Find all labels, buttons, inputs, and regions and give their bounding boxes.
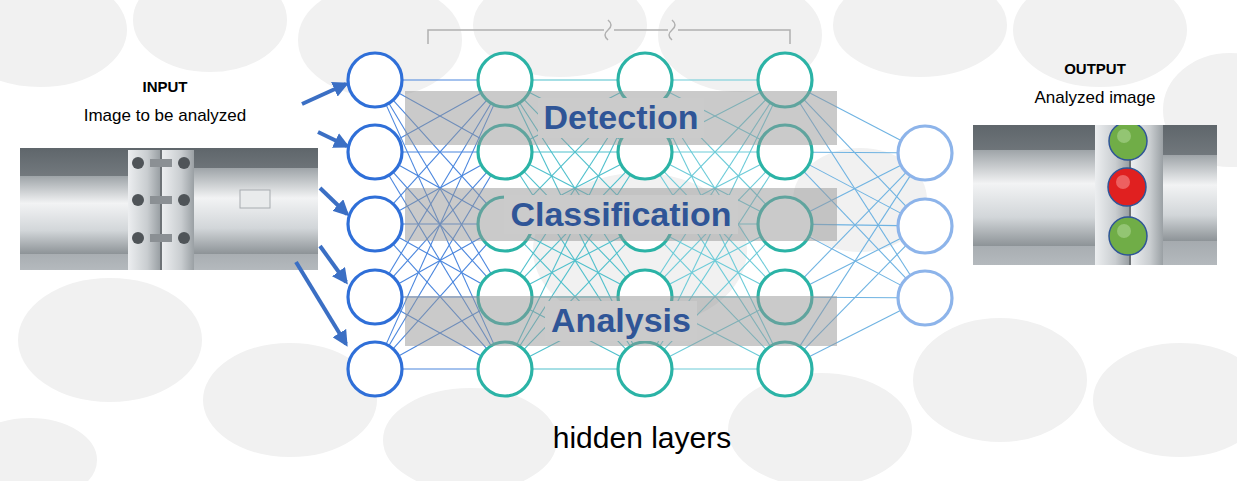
layer-band: Classification <box>405 188 837 241</box>
network-link <box>532 368 618 369</box>
input-photo <box>160 150 162 270</box>
background-pattern <box>910 315 1090 445</box>
panel-caption: Analyzed image <box>1035 88 1156 108</box>
input-photo <box>20 176 132 254</box>
input-photo <box>150 196 172 204</box>
input-neuron <box>348 270 402 324</box>
hidden-neuron <box>758 342 812 396</box>
input-arrows <box>320 188 347 214</box>
input-neuron <box>348 197 402 251</box>
background-pattern <box>830 0 1010 80</box>
input-photo <box>132 194 144 206</box>
background-pattern <box>380 385 560 481</box>
hidden-neuron <box>618 342 672 396</box>
background-pattern <box>1010 0 1190 90</box>
input-photo <box>132 157 144 169</box>
panel-heading: OUTPUT <box>1064 60 1126 78</box>
input-photo <box>132 232 144 244</box>
input-arrows <box>318 132 347 146</box>
background-pattern <box>725 370 915 481</box>
background-pattern <box>0 415 100 481</box>
output-photo <box>973 125 1217 265</box>
input-arrows <box>320 246 346 282</box>
background-pattern <box>130 0 290 75</box>
network-neurons <box>348 53 952 396</box>
network-link <box>812 152 898 154</box>
panel-caption: Image to be analyzed <box>84 106 247 126</box>
input-arrows <box>302 84 346 104</box>
output-photo <box>1117 224 1131 238</box>
output-photo <box>1117 129 1131 143</box>
band-title: Classification <box>504 195 737 234</box>
input-photo <box>240 190 270 208</box>
network-link <box>672 79 758 80</box>
input-neuron <box>348 342 402 396</box>
background-pattern <box>15 275 205 405</box>
layer-band: Analysis <box>405 296 837 346</box>
layer-band: Detection <box>405 91 837 145</box>
input-photo <box>178 194 190 206</box>
output-photo <box>1163 155 1217 241</box>
layer-bracket <box>428 20 790 44</box>
input-arrows <box>296 262 346 344</box>
network-link <box>532 79 618 80</box>
fault-bolt-marker <box>1108 168 1146 206</box>
input-photo <box>162 150 194 270</box>
network-link <box>402 368 478 369</box>
input-photo <box>150 234 172 242</box>
input-neuron <box>348 125 402 179</box>
hidden-neuron <box>478 342 532 396</box>
input-photo <box>20 148 318 270</box>
ok-bolt-marker <box>1109 125 1147 160</box>
output-photo <box>973 125 1217 265</box>
band-title: Detection <box>538 98 705 137</box>
network-link <box>402 79 478 80</box>
network-links <box>386 80 910 369</box>
output-neuron <box>898 271 952 325</box>
input-photo <box>194 168 318 254</box>
output-neuron <box>898 126 952 180</box>
background-pattern <box>0 0 130 90</box>
input-photo <box>178 232 190 244</box>
input-neuron <box>348 53 402 107</box>
input-photo <box>20 148 318 270</box>
panel-heading: INPUT <box>143 78 188 96</box>
input-photo <box>150 159 172 167</box>
input-photo <box>178 157 190 169</box>
output-photo <box>1116 175 1130 189</box>
output-photo <box>973 150 1097 246</box>
layer-caption: hidden layers <box>553 420 731 456</box>
ok-bolt-marker <box>1109 217 1147 255</box>
band-title: Analysis <box>545 301 697 340</box>
output-neuron <box>898 199 952 253</box>
input-photo <box>128 150 160 270</box>
network-link <box>672 368 758 369</box>
background-pattern <box>1090 340 1237 460</box>
input-arrows <box>296 84 347 344</box>
